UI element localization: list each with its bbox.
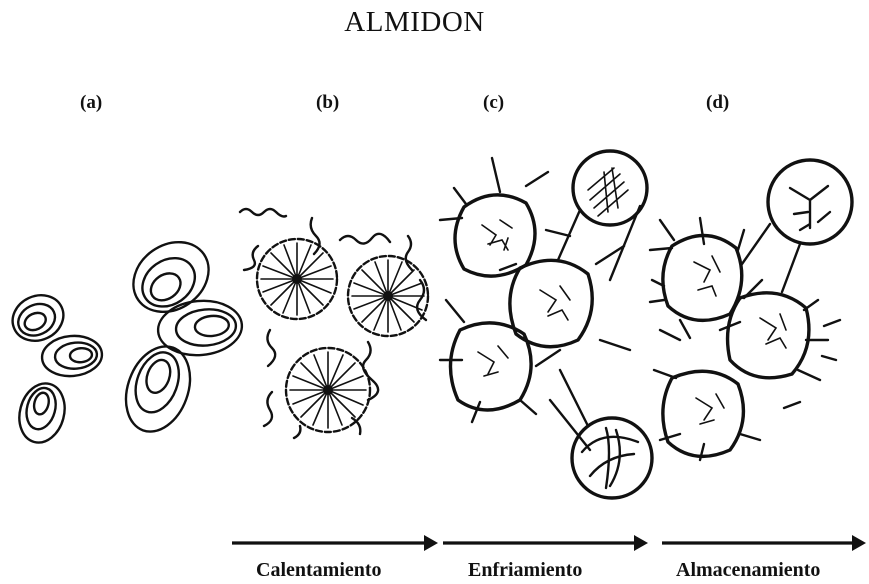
process-arrows [232, 535, 866, 551]
step-label-calentamiento: Calentamiento [256, 559, 382, 582]
step-label-almacenamiento: Almacenamiento [676, 559, 820, 582]
granule [5, 287, 71, 349]
gel-cell [728, 293, 809, 378]
native-granules [5, 228, 244, 448]
swollen-granule [348, 256, 428, 336]
arrow-enfriamiento [443, 535, 648, 551]
swollen-granule [257, 239, 337, 319]
crystal-detail [790, 186, 830, 230]
arrow-calentamiento [232, 535, 438, 551]
gelatinized-granules [240, 209, 428, 438]
granule [115, 337, 201, 440]
stored-network [650, 160, 852, 460]
cooled-network [440, 151, 652, 498]
arrow-almacenamiento [662, 535, 866, 551]
crystallite-detail [588, 168, 628, 216]
granule [40, 333, 103, 378]
swollen-granule [286, 348, 370, 432]
granule [120, 228, 222, 326]
gel-cell [663, 235, 742, 320]
amylose-detail [582, 428, 638, 488]
step-label-enfriamiento: Enfriamiento [468, 559, 582, 582]
granule [13, 378, 71, 447]
